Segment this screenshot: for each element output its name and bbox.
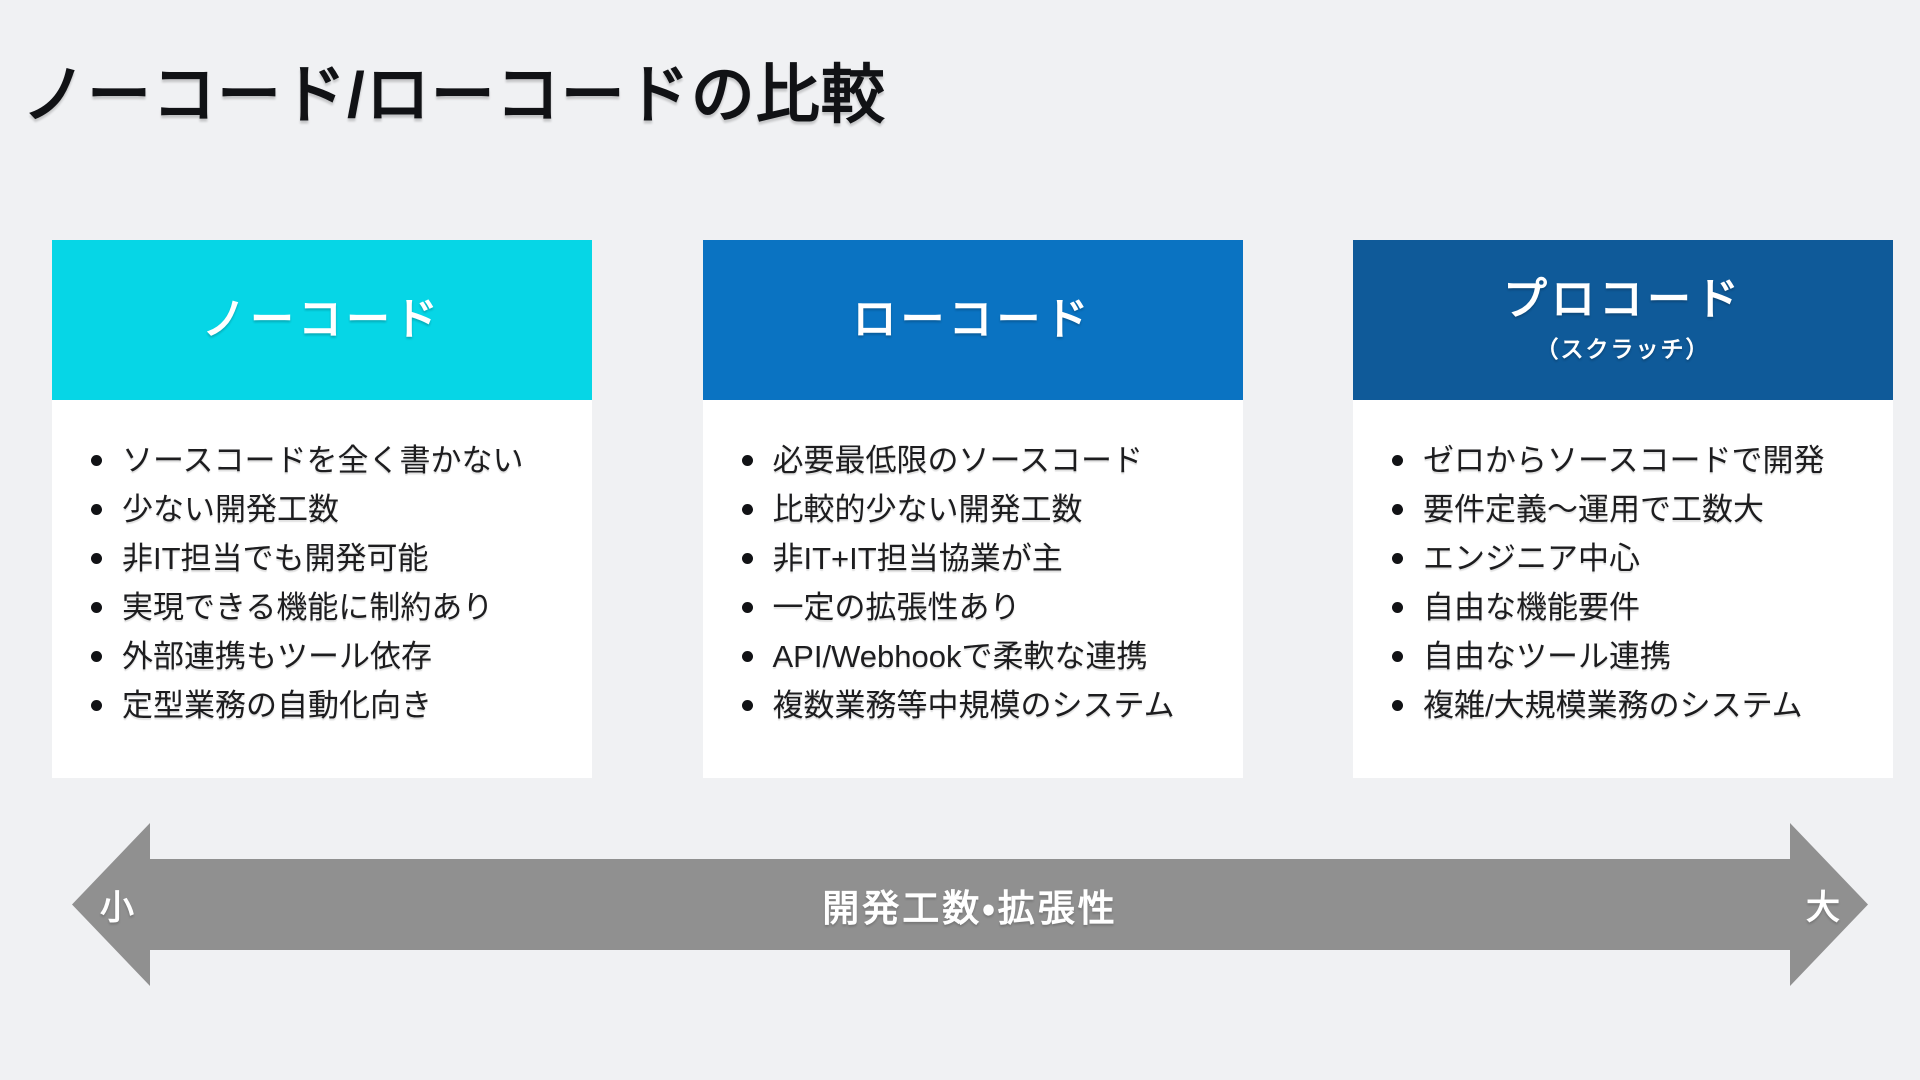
arrow-shaft: [149, 859, 1791, 950]
bullet-item: 実現できる機能に制約あり: [91, 583, 576, 632]
card-title-no-code: ノーコード: [202, 294, 442, 344]
bullet-list-no-code: ソースコードを全く書かない 少ない開発工数 非IT担当でも開発可能 実現できる機…: [52, 436, 576, 730]
card-low-code: ローコード 必要最低限のソースコード 比較的少ない開発工数 非IT+IT担当協業…: [702, 240, 1243, 778]
card-no-code: ノーコード ソースコードを全く書かない 少ない開発工数 非IT担当でも開発可能 …: [52, 240, 592, 778]
card-header-no-code: ノーコード: [52, 240, 592, 400]
page-title: ノーコード/ローコードの比較: [22, 59, 886, 131]
axis-label-small: 小: [100, 889, 134, 927]
card-pro-code: プロコード （スクラッチ） ゼロからソースコードで開発 要件定義～運用で工数大 …: [1353, 240, 1893, 778]
bullet-item: 非IT担当でも開発可能: [91, 534, 576, 583]
bullet-item: 少ない開発工数: [91, 485, 576, 534]
bullet-list-low-code: 必要最低限のソースコード 比較的少ない開発工数 非IT+IT担当協業が主 一定の…: [703, 436, 1227, 730]
bullet-item: ゼロからソースコードで開発: [1392, 436, 1877, 485]
bullet-item: 外部連携もツール依存: [91, 632, 576, 681]
bullet-item: 自由なツール連携: [1392, 632, 1877, 681]
bullet-item: 複数業務等中規模のシステム: [741, 681, 1227, 730]
bullet-item: 要件定義～運用で工数大: [1392, 485, 1877, 534]
axis-label-large: 大: [1806, 889, 1840, 927]
card-header-pro-code: プロコード （スクラッチ）: [1353, 240, 1893, 400]
bullet-list-pro-code: ゼロからソースコードで開発 要件定義～運用で工数大 エンジニア中心 自由な機能要…: [1353, 436, 1877, 730]
bullet-item: API/Webhookで柔軟な連携: [741, 632, 1227, 681]
card-body-pro-code: ゼロからソースコードで開発 要件定義～運用で工数大 エンジニア中心 自由な機能要…: [1353, 400, 1893, 778]
bullet-item: 非IT+IT担当協業が主: [741, 534, 1227, 583]
bullet-item: 複雑/大規模業務のシステム: [1392, 681, 1877, 730]
card-title-low-code: ローコード: [852, 294, 1093, 344]
bullet-item: 必要最低限のソースコード: [741, 436, 1227, 485]
card-header-low-code: ローコード: [702, 240, 1243, 400]
axis-label-center: 開発工数・拡張性: [822, 887, 1118, 929]
bullet-item: 一定の拡張性あり: [741, 583, 1227, 632]
card-title-pro-code: プロコード: [1503, 274, 1743, 324]
card-body-low-code: 必要最低限のソースコード 比較的少ない開発工数 非IT+IT担当協業が主 一定の…: [702, 400, 1243, 778]
bullet-item: エンジニア中心: [1392, 534, 1877, 583]
card-body-no-code: ソースコードを全く書かない 少ない開発工数 非IT担当でも開発可能 実現できる機…: [52, 400, 592, 778]
comparison-columns: ノーコード ソースコードを全く書かない 少ない開発工数 非IT担当でも開発可能 …: [52, 240, 1893, 778]
effort-scalability-axis: 小 開発工数・拡張性 大: [72, 823, 1868, 986]
bullet-item: ソースコードを全く書かない: [91, 436, 576, 485]
bullet-item: 自由な機能要件: [1392, 583, 1877, 632]
bullet-item: 比較的少ない開発工数: [741, 485, 1227, 534]
bullet-item: 定型業務の自動化向き: [91, 681, 576, 730]
card-subtitle-pro-code: （スクラッチ）: [1535, 336, 1711, 363]
